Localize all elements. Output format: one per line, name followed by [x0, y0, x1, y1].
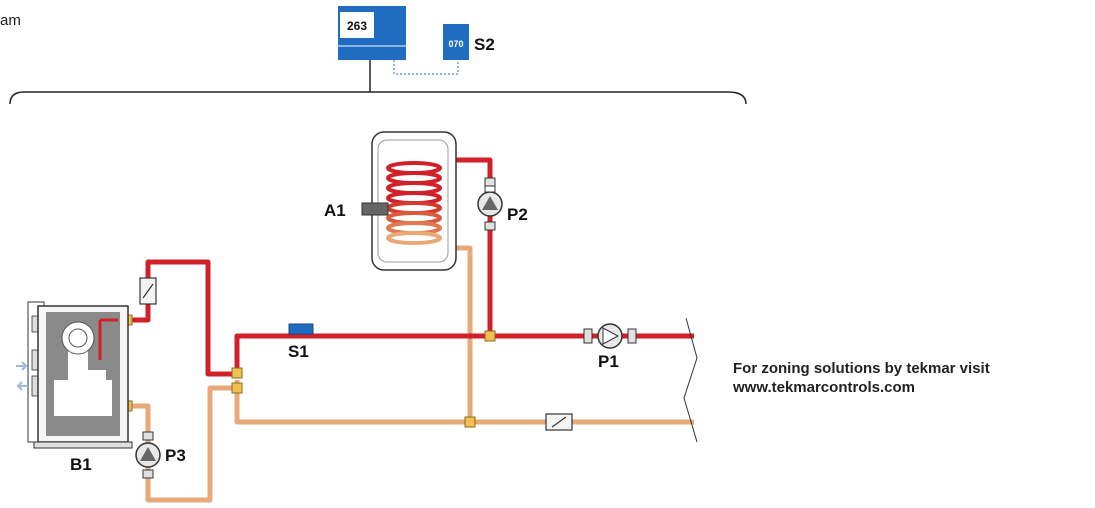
boiler — [16, 301, 133, 449]
main-control[interactable]: 263 — [338, 6, 406, 60]
supply-piping — [126, 157, 694, 377]
sensor-module[interactable]: 070 — [443, 24, 469, 60]
flow-check-boiler — [139, 277, 157, 305]
main-control-label: 263 — [347, 19, 367, 33]
pump-dhw-tag: P2 — [507, 205, 528, 224]
pump-system[interactable] — [583, 323, 637, 349]
pump-boiler[interactable] — [135, 431, 161, 479]
pipe-break — [683, 317, 698, 443]
sensor-supply-tag: S1 — [288, 342, 309, 361]
corner-text: am — [0, 12, 21, 29]
zoning-note-line2: www.tekmarcontrols.com — [733, 379, 915, 396]
pump-dhw[interactable] — [477, 177, 503, 231]
boiler-tag: B1 — [70, 455, 92, 474]
sensor-module-tag: S2 — [474, 35, 495, 54]
tank-coil — [386, 161, 442, 245]
tank-element — [361, 202, 389, 216]
pump-system-tag: P1 — [598, 352, 619, 371]
wiring-bracket — [9, 91, 747, 105]
zoning-note-line1: For zoning solutions by tekmar visit — [733, 360, 990, 377]
flow-check-return — [545, 413, 573, 431]
pump-boiler-tag: P3 — [165, 446, 186, 465]
zoning-note: For zoning solutions by tekmar visit www… — [733, 359, 990, 397]
tank-tag: A1 — [324, 201, 346, 220]
sensor-wire — [393, 60, 459, 75]
sensor-supply — [288, 323, 314, 335]
sensor-module-label: 070 — [448, 39, 463, 49]
